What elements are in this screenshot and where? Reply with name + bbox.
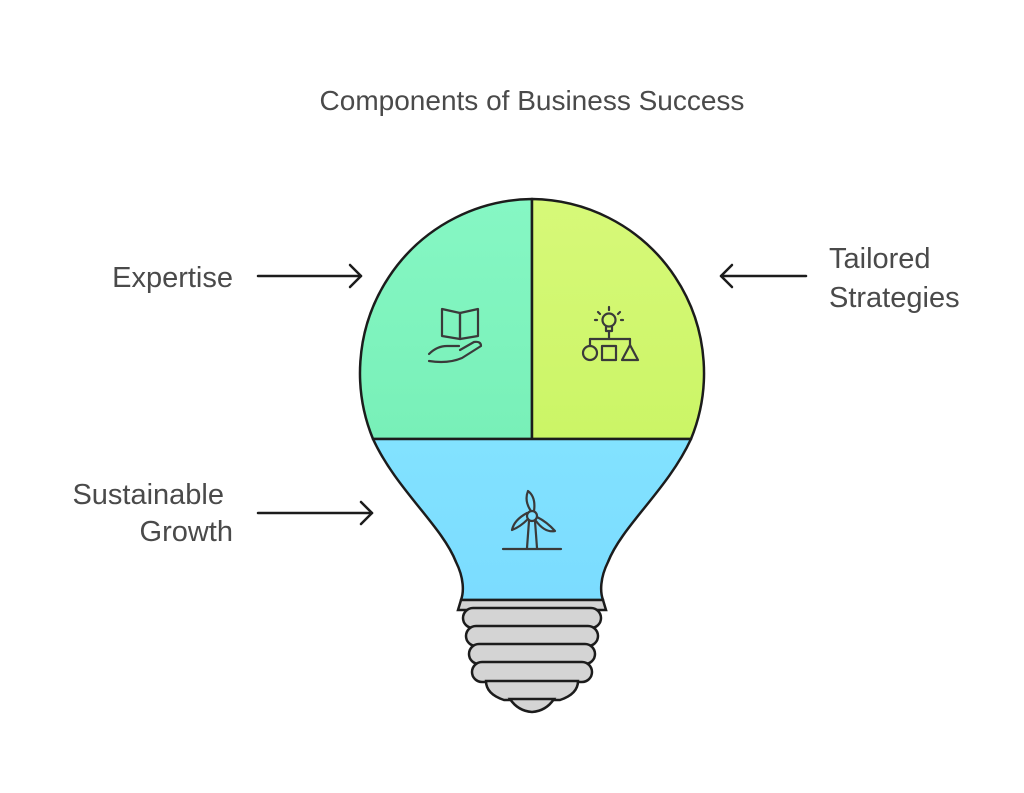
page-title: Components of Business Success	[320, 85, 745, 116]
bulb-base	[456, 598, 608, 714]
label-tailored-strategies-line-2: Strategies	[829, 282, 960, 314]
bulb-base-ring-4	[470, 660, 594, 684]
arrow-expertise	[256, 263, 363, 289]
book-in-hand-icon	[427, 307, 483, 364]
label-sustainable-growth-line-1: Sustainable	[72, 479, 224, 511]
arrow-tailored-strategies	[719, 263, 808, 289]
label-expertise: Expertise	[112, 262, 233, 294]
lightbulb-shapes-icon	[581, 305, 640, 362]
label-sustainable-growth-line-2: Growth	[140, 516, 233, 548]
lightbulb	[358, 197, 706, 714]
segment-sustainable-growth[interactable]	[371, 437, 693, 602]
wind-turbine-icon	[501, 489, 563, 551]
bulb-base-tip	[507, 697, 557, 714]
label-tailored-strategies-line-1: Tailored	[829, 243, 931, 275]
bulb-base-cap	[484, 679, 580, 702]
segment-tailored-strategies[interactable]	[530, 197, 706, 441]
segment-expertise[interactable]	[358, 197, 534, 441]
arrow-sustainable-growth	[256, 500, 374, 526]
